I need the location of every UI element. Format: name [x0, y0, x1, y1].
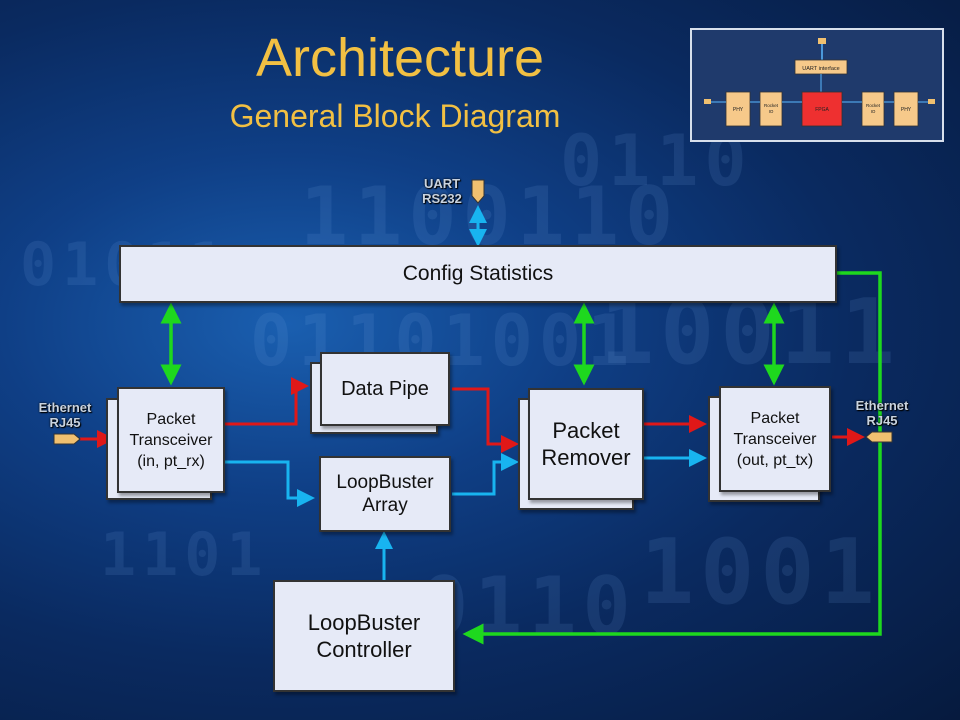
slide-subtitle: General Block Diagram [229, 98, 561, 134]
slide-title: Architecture [255, 28, 545, 88]
ethernet-out-connector-icon [865, 431, 893, 443]
loopbuster-controller-line2: Controller [316, 637, 412, 662]
overview-thumbnail-svg: UART interface PHY Rocket IO FPGA Rocket… [704, 38, 935, 127]
data-pipe-label: Data Pipe [341, 377, 429, 400]
thumb-rocket-io-left-2: IO [769, 109, 774, 114]
thumb-rocket-io-left-1: Rocket [764, 103, 779, 108]
loopbuster-array-line1: LoopBuster [336, 472, 434, 493]
packet-transceiver-tx-line2: Transceiver [733, 430, 817, 448]
loopbuster-array-block: LoopBuster Array [319, 456, 451, 532]
ethernet-in-connector-icon [53, 433, 81, 445]
packet-transceiver-tx-line1: Packet [750, 409, 800, 427]
packet-transceiver-tx-block: Packet Transceiver (out, pt_tx) [719, 386, 831, 492]
thumb-rocket-io-right-1: Rocket [866, 103, 881, 108]
thumb-fpga: FPGA [815, 107, 829, 113]
loopbuster-array-line2: Array [362, 495, 408, 516]
ethernet-out-label-line1: Ethernet [855, 398, 909, 413]
packet-transceiver-rx-block: Packet Transceiver (in, pt_rx) [117, 387, 225, 493]
uart-port-label-line1: UART [423, 176, 461, 191]
loopbuster-controller-line1: LoopBuster [307, 610, 421, 635]
array-to-remover-link [452, 453, 519, 496]
ethernet-in-label-line1: Ethernet [38, 400, 92, 415]
packet-transceiver-rx-line1: Packet [146, 410, 196, 428]
config-to-controller-link [462, 271, 882, 645]
thumb-uart-interface: UART interface [802, 66, 839, 72]
rx-to-datapipe-link [224, 377, 309, 426]
data-pipe-block: Data Pipe [320, 352, 450, 426]
packet-remover-line1: Packet [552, 418, 620, 443]
packet-transceiver-rx-line3: (in, pt_rx) [137, 452, 205, 470]
ethernet-out-label: Ethernet RJ45 [846, 398, 918, 428]
uart-port-label-line2: RS232 [422, 191, 462, 206]
thumb-rocket-io-right-2: IO [871, 109, 876, 114]
config-statistics-block: Config Statistics [119, 245, 837, 303]
thumb-phy-left: PHY [733, 107, 744, 113]
ethernet-in-label: Ethernet RJ45 [30, 400, 100, 430]
overview-thumbnail: UART interface PHY Rocket IO FPGA Rocket… [690, 28, 944, 142]
rx-to-array-link [224, 460, 315, 507]
ethernet-out-label-line2: RJ45 [866, 413, 898, 428]
uart-port-label: UART RS232 [414, 176, 470, 206]
loopbuster-controller-block: LoopBuster Controller [273, 580, 455, 692]
packet-transceiver-rx-line2: Transceiver [129, 431, 213, 449]
packet-transceiver-tx-line3: (out, pt_tx) [736, 451, 814, 469]
config-statistics-label: Config Statistics [402, 262, 554, 285]
ethernet-in-label-line2: RJ45 [49, 415, 81, 430]
packet-remover-block: Packet Remover [528, 388, 644, 500]
thumb-phy-right: PHY [901, 107, 912, 113]
uart-connector-icon [471, 179, 485, 204]
datapipe-to-remover-link [452, 387, 519, 453]
packet-remover-line2: Remover [541, 445, 631, 470]
